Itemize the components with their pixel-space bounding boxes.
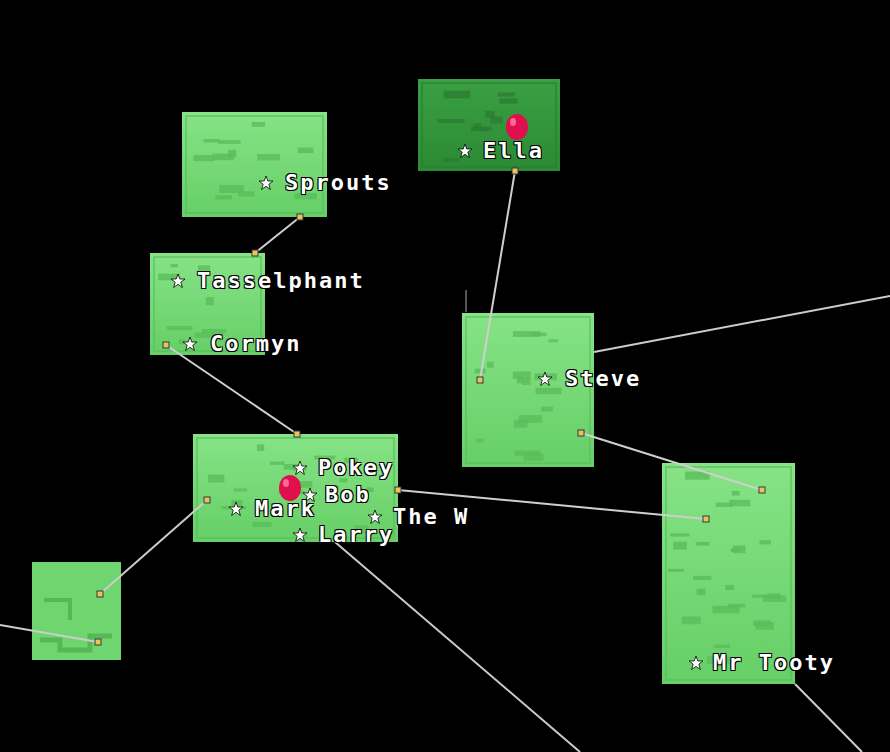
- star-icon: [538, 372, 552, 386]
- room-label: Sprouts: [285, 171, 392, 195]
- room-label: Pokey: [318, 456, 394, 480]
- character-name: Larry: [318, 523, 394, 547]
- map-room: Ella: [418, 79, 560, 171]
- star-icon: [689, 656, 703, 670]
- character-name: Mr Tooty: [713, 651, 835, 675]
- map-wall: [465, 290, 467, 312]
- room-label: Cormyn: [210, 332, 301, 356]
- star-icon: [183, 337, 197, 351]
- character-name: The W: [393, 505, 469, 529]
- character-name: Ella: [483, 139, 544, 163]
- door-marker: [95, 639, 101, 645]
- map-room: Sprouts: [182, 112, 327, 217]
- character-name: Pokey: [318, 456, 394, 480]
- passage-line: [335, 542, 580, 752]
- passage-connector: [477, 168, 518, 383]
- passage-connector: [163, 342, 300, 437]
- room-label: Ella: [483, 139, 544, 163]
- star-icon: [259, 176, 273, 190]
- passage-line: [100, 500, 207, 594]
- star-icon: [229, 502, 243, 516]
- empty-room: [32, 562, 121, 660]
- door-marker: [204, 497, 210, 503]
- room-label: The W: [393, 505, 469, 529]
- room-label: Mark: [255, 497, 316, 521]
- room-label: Steve: [565, 367, 641, 391]
- character-name: Mark: [255, 497, 316, 521]
- passage-line: [0, 625, 98, 642]
- map-room: Mr Tooty: [662, 463, 795, 684]
- passage-connector: [578, 430, 765, 493]
- star-icon: [458, 144, 472, 158]
- star-icon: [368, 510, 382, 524]
- balloon-marker: [506, 114, 528, 140]
- star-icon: [171, 274, 185, 288]
- room-texture: [44, 600, 70, 620]
- room-floor: [182, 112, 327, 217]
- room-label: Tasselphant: [197, 269, 365, 293]
- map-room: Steve: [462, 313, 594, 467]
- passage-connector: [252, 214, 303, 256]
- star-icon: [293, 461, 307, 475]
- character-name: Sprouts: [285, 171, 392, 195]
- passage-connector: [395, 487, 709, 522]
- character-name: Tasselphant: [197, 269, 365, 293]
- character-name: Bob: [325, 483, 371, 507]
- passage-line: [594, 296, 890, 352]
- passage-line: [795, 684, 862, 752]
- character-name: Steve: [565, 367, 641, 391]
- map-room: TasselphantCormyn: [150, 253, 265, 355]
- room-label: Larry: [318, 523, 394, 547]
- character-name: Cormyn: [210, 332, 301, 356]
- balloon-marker: [279, 475, 301, 501]
- room-label: Bob: [325, 483, 371, 507]
- room-label: Mr Tooty: [713, 651, 835, 675]
- star-icon: [293, 528, 307, 542]
- door-marker: [97, 591, 103, 597]
